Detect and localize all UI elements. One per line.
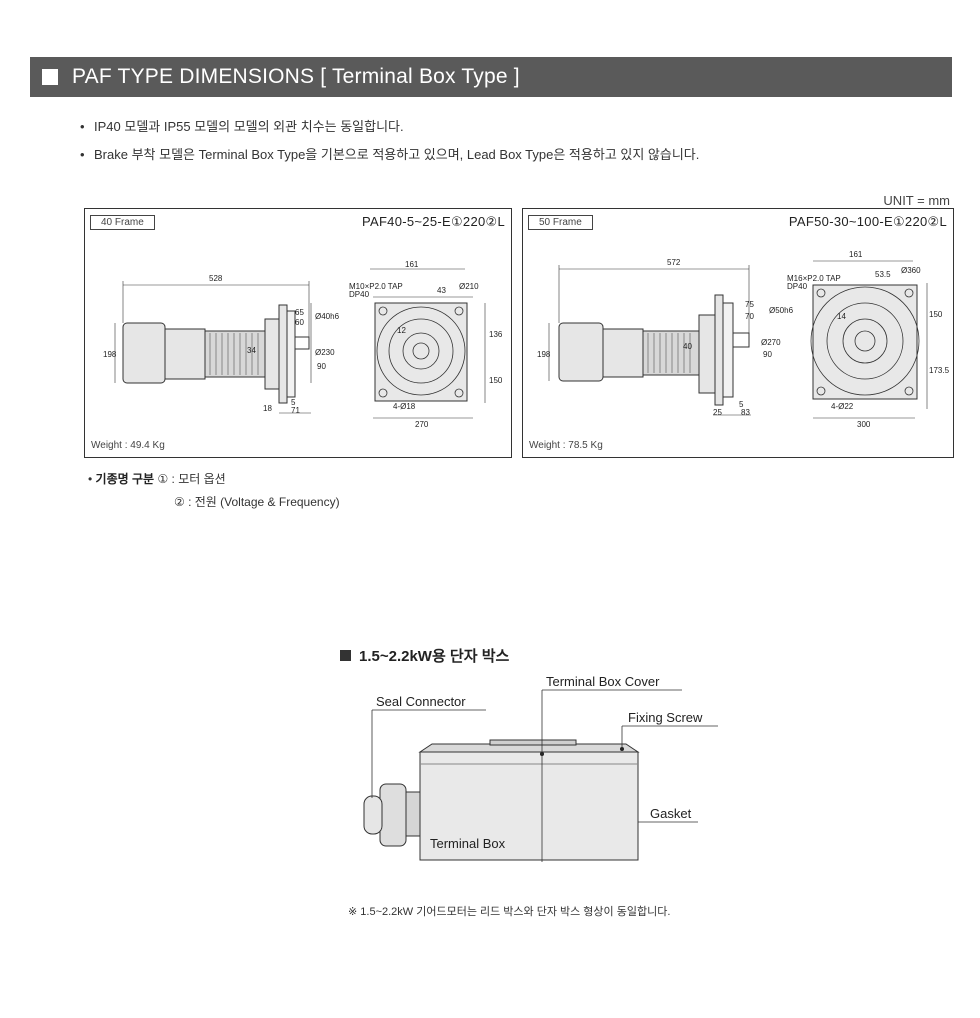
- dim-14: 14: [837, 312, 846, 321]
- dim-shaft: Ø50h6: [769, 306, 794, 315]
- note-text: Brake 부착 모델은 Terminal Box Type을 기본으로 적용하…: [94, 147, 700, 162]
- model-code: PAF40-5~25-E①220②L: [361, 214, 505, 229]
- note-item: • IP40 모델과 IP55 모델의 모델의 외관 치수는 동일합니다.: [80, 118, 699, 146]
- dimension-drawing: 528 198 34 65 60 Ø40h6 Ø230 90 18 5 71 M…: [103, 260, 503, 429]
- dim-length: 528: [209, 274, 223, 283]
- dim-5: 5: [291, 398, 296, 407]
- dim-150: 150: [489, 376, 503, 385]
- dim-90: 90: [763, 350, 772, 359]
- dim-53: 53.5: [875, 270, 891, 279]
- weight-label: Weight : 78.5 Kg: [529, 440, 603, 451]
- dim-173: 173.5: [929, 366, 950, 375]
- dim-150: 150: [929, 310, 943, 319]
- note-item: • Brake 부착 모델은 Terminal Box Type을 기본으로 적용…: [80, 146, 699, 174]
- bullet-icon: •: [80, 147, 85, 162]
- dim-161: 161: [849, 250, 863, 259]
- dim-tap: M10×P2.0 TAP: [349, 282, 403, 291]
- model-legend: • 기종명 구분 ① : 모터 옵션 ② : 전원 (Voltage & Fre…: [88, 470, 340, 510]
- frame-tag: 40 Frame: [90, 215, 155, 230]
- bullet-icon: •: [80, 119, 85, 134]
- footnote: ※ 1.5~2.2kW 기어드모터는 리드 박스와 단자 박스 형상이 동일합니…: [348, 906, 671, 918]
- dim-pilot: Ø230: [315, 348, 335, 357]
- dim-270: 270: [415, 420, 429, 429]
- model-code: PAF50-30~100-E①220②L: [788, 214, 947, 229]
- dim-length: 572: [667, 258, 681, 267]
- square-bullet-icon: [42, 69, 58, 85]
- dimension-drawing: 572 198 40 75 70 Ø50h6 Ø270 90 25 5 83 M…: [537, 250, 950, 429]
- dim-70: 70: [745, 312, 754, 321]
- dim-dp: DP40: [787, 282, 808, 291]
- frame-tag: 50 Frame: [528, 215, 593, 230]
- label-seal-connector: Seal Connector: [376, 694, 466, 709]
- dim-shaft: Ø40h6: [315, 312, 340, 321]
- dim-210: Ø210: [459, 282, 479, 291]
- terminal-box-drawing: Terminal Box Cover Seal Connector Fixing…: [363, 674, 718, 862]
- dim-161: 161: [405, 260, 419, 269]
- legend-item-2: ② : 전원 (Voltage & Frequency): [174, 495, 340, 509]
- dim-25: 25: [713, 408, 722, 417]
- dim-198: 198: [103, 350, 117, 359]
- panel-40-frame: 40 Frame PAF40-5~25-E①220②L: [84, 208, 512, 458]
- notes-list: • IP40 모델과 IP55 모델의 모델의 외관 치수는 동일합니다. • Br…: [80, 118, 699, 174]
- label-terminal-box: Terminal Box: [430, 836, 506, 851]
- bullet-icon: •: [88, 472, 96, 486]
- square-bullet-icon: [340, 650, 351, 661]
- dim-75: 75: [745, 300, 754, 309]
- dim-198: 198: [537, 350, 551, 359]
- dim-90: 90: [317, 362, 326, 371]
- unit-label: UNIT = mm: [883, 193, 950, 208]
- dim-71: 71: [291, 406, 300, 415]
- terminal-box-title: 1.5~2.2kW용 단자 박스: [340, 645, 509, 666]
- legend-item-1: ① : 모터 옵션: [157, 472, 226, 486]
- legend-label: 기종명 구분: [95, 472, 155, 486]
- panel-50-frame: 50 Frame PAF50-30~100-E①220②L 572: [522, 208, 954, 458]
- legend-row-1: • 기종명 구분 ① : 모터 옵션: [88, 470, 340, 487]
- dim-dp: DP40: [349, 290, 370, 299]
- weight-label: Weight : 49.4 Kg: [91, 440, 165, 451]
- dim-300: 300: [857, 420, 871, 429]
- dim-holes: 4-Ø22: [831, 402, 854, 411]
- dim-holes: 4-Ø18: [393, 402, 416, 411]
- section-header: PAF TYPE DIMENSIONS [ Terminal Box Type …: [30, 57, 952, 97]
- dim-65: 65: [295, 308, 304, 317]
- dim-136: 136: [489, 330, 503, 339]
- page-title: PAF TYPE DIMENSIONS [ Terminal Box Type …: [72, 65, 520, 88]
- dim-40: 40: [683, 342, 692, 351]
- dim-43: 43: [437, 286, 446, 295]
- terminal-box-title-text: 1.5~2.2kW용 단자 박스: [359, 648, 510, 665]
- label-fixing-screw: Fixing Screw: [628, 710, 703, 725]
- dim-360: Ø360: [901, 266, 921, 275]
- dim-34: 34: [247, 346, 256, 355]
- dim-60: 60: [295, 318, 304, 327]
- dim-83: 83: [741, 408, 750, 417]
- label-terminal-box-cover: Terminal Box Cover: [546, 674, 660, 689]
- label-gasket: Gasket: [650, 806, 692, 821]
- dim-pilot: Ø270: [761, 338, 781, 347]
- dim-5: 5: [739, 400, 744, 409]
- dim-12: 12: [397, 326, 406, 335]
- note-text: IP40 모델과 IP55 모델의 모델의 외관 치수는 동일합니다.: [94, 119, 404, 134]
- dim-tap: M16×P2.0 TAP: [787, 274, 841, 283]
- dim-18: 18: [263, 404, 272, 413]
